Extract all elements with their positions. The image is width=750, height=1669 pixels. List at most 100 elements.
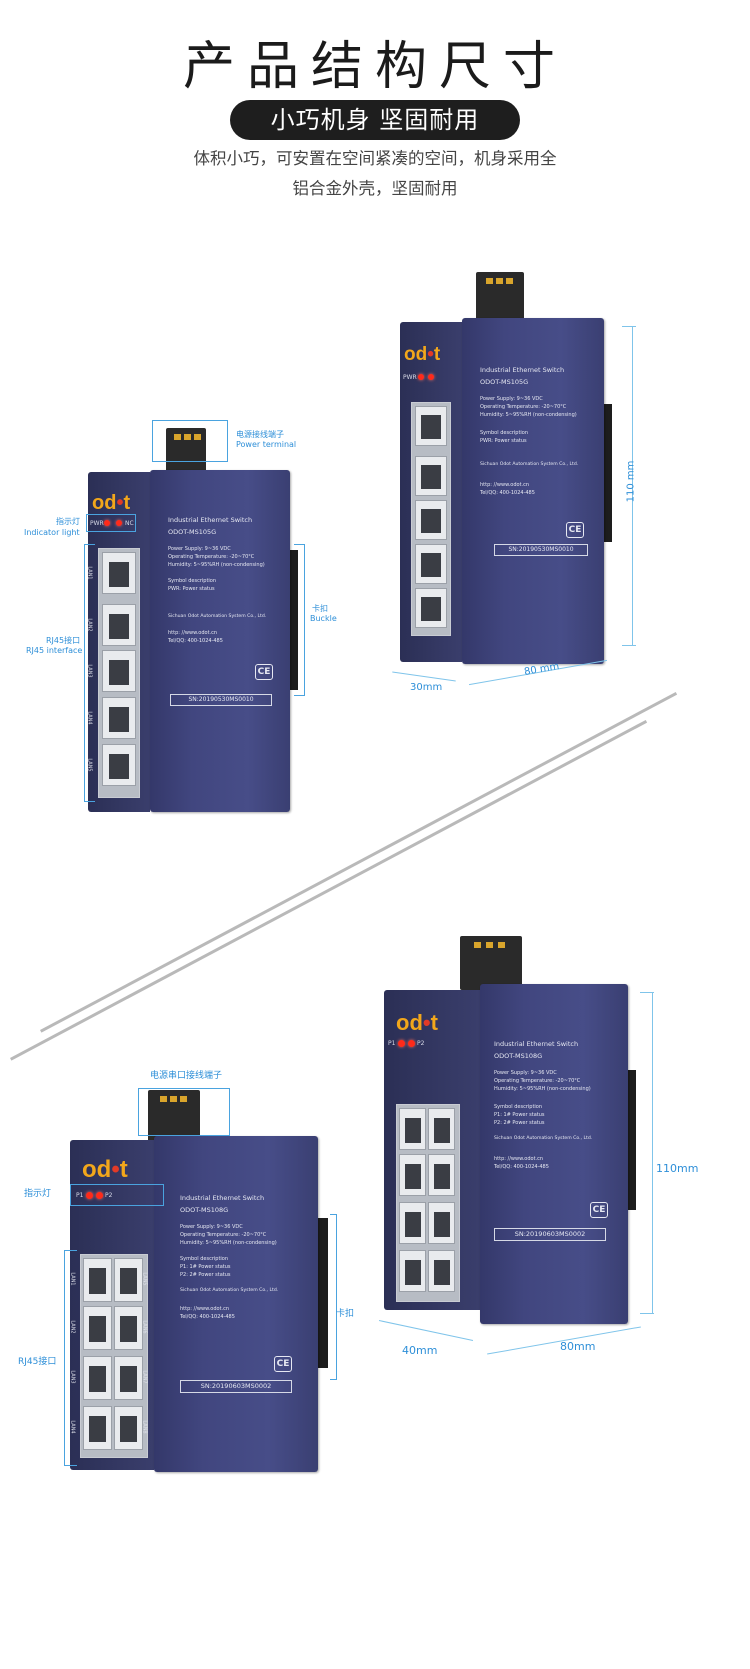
- spec-power: Power Supply: 9~36 VDC: [480, 396, 543, 402]
- telephone: Tel/QQ: 400-1024-485: [180, 1314, 235, 1320]
- rj45-port-1[interactable]: [415, 406, 447, 446]
- rj45-port-3[interactable]: [102, 650, 136, 692]
- spec-power: Power Supply: 9~36 VDC: [180, 1224, 243, 1230]
- led-label-nc: NC: [125, 520, 134, 527]
- device-housing: [462, 318, 604, 664]
- callout-buckle-cn: 卡扣: [312, 604, 328, 613]
- rj45-port-4[interactable]: [102, 697, 136, 739]
- rj45-port-5[interactable]: [428, 1108, 455, 1150]
- brand-logo: od•t: [82, 1156, 128, 1183]
- symbol-title: Symbol description: [168, 578, 217, 584]
- device-model: ODOT-MS105G: [168, 528, 217, 536]
- telephone: Tel/QQ: 400-1024-485: [494, 1164, 549, 1170]
- lan-label: LAN7: [141, 1370, 148, 1384]
- website: http: //www.odot.cn: [180, 1306, 230, 1312]
- depth-dimension-line: [392, 671, 456, 682]
- symbol-p1: P1: 1# Power status: [494, 1112, 545, 1118]
- led-p2: [408, 1040, 415, 1047]
- power-terminal: [166, 428, 206, 473]
- telephone: Tel/QQ: 400-1024-485: [480, 490, 535, 496]
- callout-box-buckle: [294, 544, 305, 696]
- rj45-port-2[interactable]: [399, 1154, 426, 1196]
- rj45-port-3[interactable]: [399, 1202, 426, 1244]
- ce-mark: CE: [274, 1356, 292, 1372]
- led-p1: [86, 1192, 93, 1199]
- rj45-port-3[interactable]: [415, 500, 447, 540]
- din-rail-clip: [288, 550, 298, 690]
- callout-rj45-en: RJ45 interface: [26, 646, 83, 655]
- rj45-port-1[interactable]: [399, 1108, 426, 1150]
- led-pwr: [418, 374, 424, 380]
- website: http: //www.odot.cn: [494, 1156, 544, 1162]
- height-dimension-line: [632, 326, 633, 646]
- symbol-pwr: PWR: Power status: [168, 586, 215, 592]
- rj45-port-3[interactable]: [83, 1356, 112, 1400]
- company-name: Sichuan Odot Automation System Co., Ltd.: [168, 614, 267, 619]
- din-rail-clip: [602, 404, 612, 542]
- ce-mark: CE: [590, 1202, 608, 1218]
- height-label: 110 mm: [625, 460, 637, 503]
- led-nc: [428, 374, 434, 380]
- height-label: 110mm: [656, 1162, 699, 1175]
- symbol-p1: P1: 1# Power status: [180, 1264, 231, 1270]
- callout-box-power: [138, 1088, 230, 1136]
- rj45-port-4[interactable]: [83, 1406, 112, 1450]
- callout-indicator-cn: 指示灯: [56, 517, 80, 526]
- spec-humidity: Humidity: 5~95%RH (non-condensing): [180, 1240, 277, 1246]
- rj45-port-2[interactable]: [415, 456, 447, 496]
- rj45-port-6[interactable]: [114, 1306, 143, 1350]
- company-name: Sichuan Odot Automation System Co., Ltd.: [494, 1136, 593, 1141]
- led-label-p2: P2: [417, 1040, 425, 1047]
- symbol-title: Symbol description: [480, 430, 529, 436]
- rj45-port-1[interactable]: [102, 552, 136, 594]
- device-housing: [480, 984, 628, 1324]
- rj45-port-2[interactable]: [102, 604, 136, 646]
- led-label-p2: P2: [105, 1192, 113, 1199]
- callout-rj45-cn: RJ45接口: [46, 636, 81, 645]
- callout-box-indicator: [86, 514, 136, 532]
- rj45-port-6[interactable]: [428, 1154, 455, 1196]
- led-nc: [116, 520, 122, 526]
- description-line-2: 铝合金外壳，坚固耐用: [292, 179, 458, 198]
- din-rail-clip: [316, 1218, 328, 1368]
- rj45-port-8[interactable]: [114, 1406, 143, 1450]
- callout-power-en: Power terminal: [236, 440, 297, 449]
- spec-power: Power Supply: 9~36 VDC: [494, 1070, 557, 1076]
- device-name: Industrial Ethernet Switch: [480, 366, 565, 374]
- spec-power: Power Supply: 9~36 VDC: [168, 546, 231, 552]
- rj45-port-7[interactable]: [114, 1356, 143, 1400]
- serial-number: SN:20190530MS0010: [494, 544, 588, 556]
- brand-logo: od•t: [404, 344, 441, 365]
- rj45-port-8[interactable]: [428, 1250, 455, 1292]
- rj45-port-5[interactable]: [415, 588, 447, 628]
- rj45-port-2[interactable]: [83, 1306, 112, 1350]
- rj45-port-7[interactable]: [428, 1202, 455, 1244]
- callout-rj45-cn: RJ45接口: [18, 1357, 57, 1367]
- led-label-p1: P1: [76, 1192, 84, 1199]
- symbol-title: Symbol description: [494, 1104, 543, 1110]
- callout-indicator-cn: 指示灯: [24, 1189, 52, 1199]
- telephone: Tel/QQ: 400-1024-485: [168, 638, 223, 644]
- callout-buckle-cn: 卡扣: [336, 1309, 355, 1319]
- led-label-p1: P1: [388, 1040, 396, 1047]
- spec-temp: Operating Temperature: -20~70°C: [180, 1232, 267, 1238]
- feature-badge: 小巧机身 坚固耐用: [230, 100, 520, 140]
- website: http: //www.odot.cn: [480, 482, 530, 488]
- company-name: Sichuan Odot Automation System Co., Ltd.: [180, 1288, 279, 1293]
- lan-label: LAN8: [141, 1420, 148, 1434]
- callout-box-rj45: [84, 544, 95, 802]
- rj45-port-4[interactable]: [415, 544, 447, 584]
- rj45-port-1[interactable]: [83, 1258, 112, 1302]
- device-name: Industrial Ethernet Switch: [168, 516, 253, 524]
- rj45-port-5[interactable]: [102, 744, 136, 786]
- rj45-port-4[interactable]: [399, 1250, 426, 1292]
- device-housing: [150, 470, 290, 812]
- callout-indicator-en: Indicator light: [24, 528, 80, 537]
- spec-temp: Operating Temperature: -20~70°C: [168, 554, 255, 560]
- rj45-port-5[interactable]: [114, 1258, 143, 1302]
- company-name: Sichuan Odot Automation System Co., Ltd.: [480, 462, 579, 467]
- spec-temp: Operating Temperature: -20~70°C: [480, 404, 567, 410]
- device-name: Industrial Ethernet Switch: [180, 1194, 265, 1202]
- website: http: //www.odot.cn: [168, 630, 218, 636]
- depth-label: 40mm: [402, 1344, 438, 1357]
